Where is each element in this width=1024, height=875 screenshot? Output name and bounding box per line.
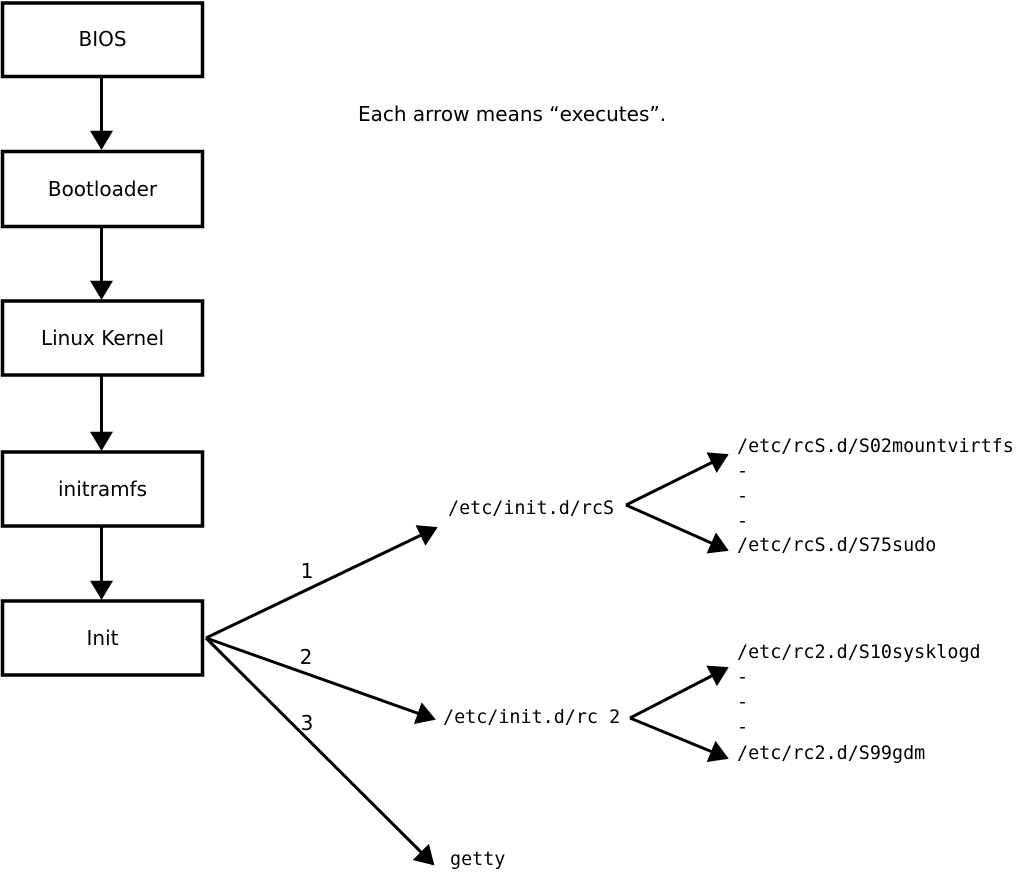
rcS-ellipsis-dash: - [737,461,748,482]
rcS-ellipsis-dash: - [737,486,748,507]
init-box [0,599,205,677]
rc2-script-path: /etc/init.d/rc 2 [443,707,620,728]
bios-box-label: BIOS [78,27,126,51]
initramfs-box-label: initramfs [58,477,147,501]
branch-3-number: 3 [301,711,314,735]
linux-kernel-box-label: Linux Kernel [41,326,164,350]
rcS-last-script: /etc/rcS.d/S75sudo [737,535,936,556]
rc2-last-script: /etc/rc2.d/S99gdm [737,743,925,764]
bootloader-box-label: Bootloader [48,177,158,201]
init-box-label: Init [87,626,119,650]
rc2-ellipsis-dash: - [737,667,748,688]
rcS-first-script: /etc/rcS.d/S02mountvirtfs [737,436,1014,457]
getty-label: getty [450,849,505,870]
arrow-init-to-rcS [205,525,438,640]
rcS-script-path: /etc/init.d/rcS [448,498,614,519]
arrow-rcS-to-first-script [625,452,729,507]
rc2-ellipsis-dash: - [737,717,748,738]
initramfs-box [0,450,205,528]
arrow-rc2-to-first-script [629,665,729,720]
rc2-ellipsis-dash: - [737,692,748,713]
rc2-first-script: /etc/rc2.d/S10sysklogd [737,642,981,663]
arrow-rc2-to-last-script [629,716,729,763]
arrow-init-to-rc2 [205,636,436,725]
arrow-init-to-getty [204,636,435,866]
bootloader-box [0,149,205,229]
branch-1-number: 1 [301,559,314,583]
rcS-ellipsis-dash: - [737,511,748,532]
arrow-rcS-to-last-script [625,503,729,554]
caption-text: Each arrow means “executes”. [358,102,666,126]
branch-2-number: 2 [300,645,313,669]
bios-box [0,1,205,79]
